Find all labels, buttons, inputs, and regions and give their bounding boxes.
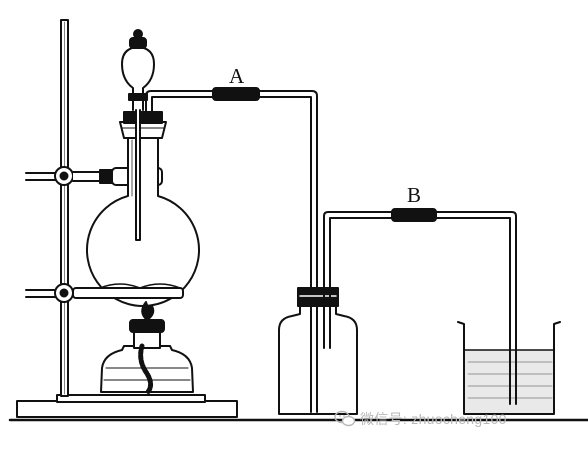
beaker [457, 321, 561, 415]
separatory-funnel [121, 29, 155, 241]
watermark: 微信号: zhuocheng100 [334, 408, 507, 430]
delivery-tube-a [145, 87, 318, 301]
iron-ring-gauze [25, 283, 184, 303]
label-a: A [229, 64, 245, 88]
flask-stopper [119, 111, 167, 139]
iron-stand [16, 19, 238, 418]
alcohol-lamp [100, 301, 194, 395]
gas-bottle [278, 287, 358, 415]
watermark-text: 微信号: zhuocheng100 [360, 411, 507, 427]
round-bottom-flask [86, 135, 200, 307]
label-b: B [407, 183, 422, 207]
delivery-tube-b [323, 208, 517, 405]
wechat-icon [334, 410, 356, 427]
